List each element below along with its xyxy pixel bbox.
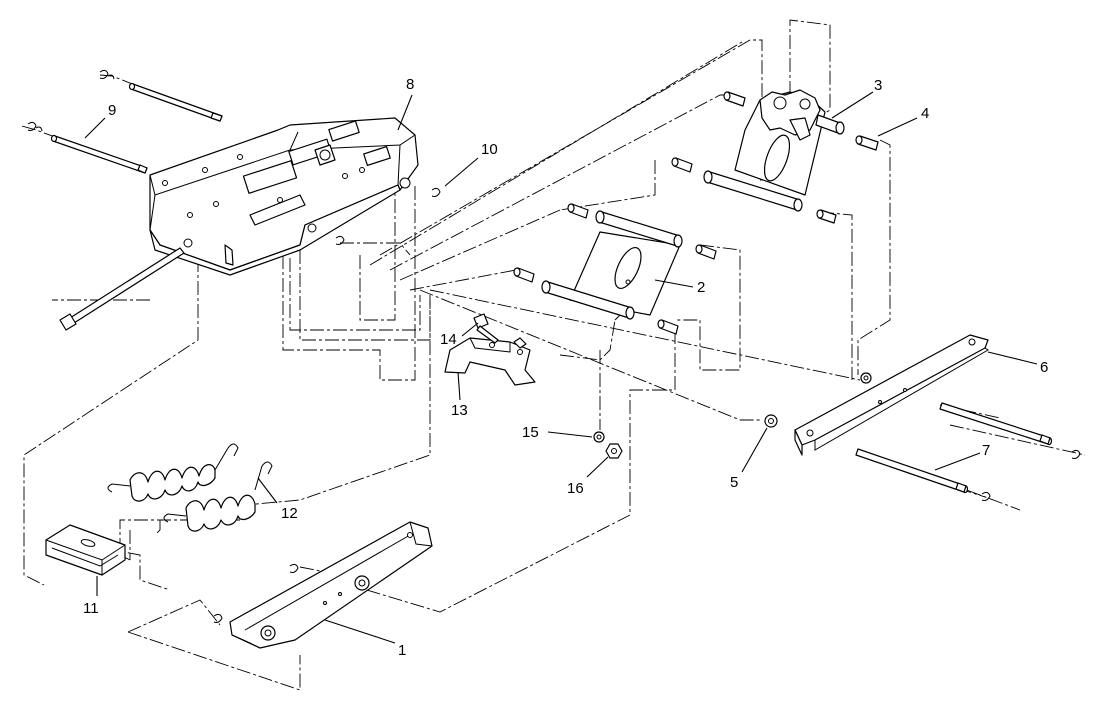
washer-part-15 [593,431,605,443]
springs-part-12 [107,443,273,532]
rail-part-6 [794,334,989,456]
long-bolt [59,247,185,331]
washer-part-5 [764,372,872,428]
middle-bracket-part-2 [513,203,717,335]
hairpin-clips [27,69,1081,623]
seat-bracket-part-8 [149,117,419,276]
pin-part-7 [855,402,1053,494]
callout-labels: 1 2 3 4 5 6 7 8 9 10 11 12 13 14 15 16 [83,76,1048,659]
nut-part-16 [605,443,623,459]
callout-9: 9 [108,102,116,119]
callout-5: 5 [730,474,738,491]
callout-14: 14 [440,331,457,348]
lower-rail-part-1 [229,521,433,649]
callout-4: 4 [921,105,929,122]
clip-bracket-part-13 [444,337,536,386]
slide-block-part-11 [45,524,126,576]
callout-7: 7 [982,442,990,459]
callout-15: 15 [522,424,539,441]
pin-part-9 [50,82,223,174]
callout-12: 12 [281,505,298,522]
callout-10: 10 [481,141,498,158]
callout-6: 6 [1040,359,1048,376]
callout-8: 8 [406,76,414,93]
callout-13: 13 [451,402,468,419]
callout-2: 2 [697,279,705,296]
leader-lines [84,91,1038,644]
upper-bracket-part-3 [671,89,879,224]
callout-16: 16 [567,480,584,497]
callout-11: 11 [83,600,99,617]
callout-3: 3 [874,77,882,94]
callout-1: 1 [398,642,406,659]
